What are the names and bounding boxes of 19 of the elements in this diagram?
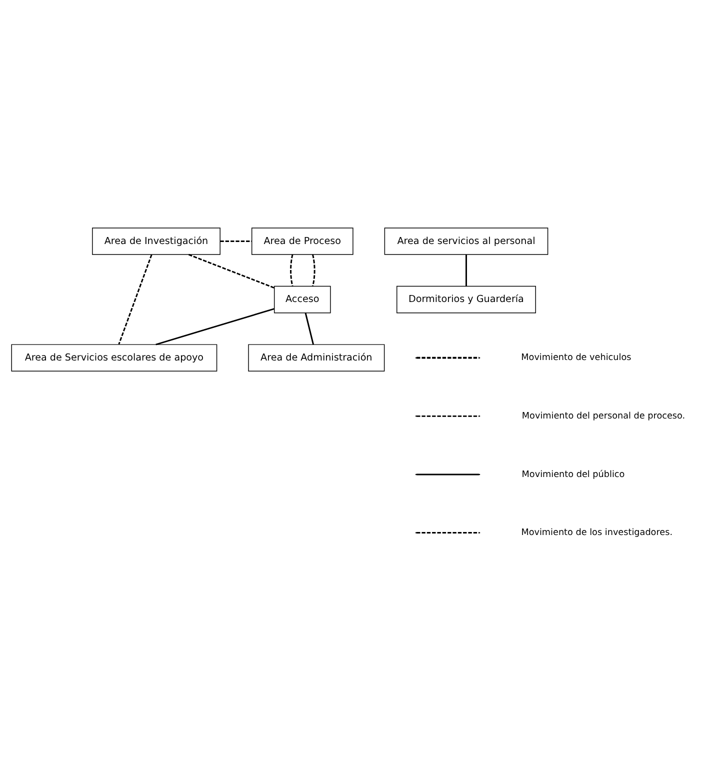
node-box: Area de Servicios escolares de apoyo: [11, 344, 218, 372]
legend-label: Movimiento del personal de proceso.: [522, 411, 686, 422]
connector: [304, 312, 314, 345]
legend-label: Movimiento del público: [522, 470, 625, 480]
connector: [220, 240, 252, 242]
node-box: Area de Investigación: [92, 228, 220, 255]
connector: [118, 254, 152, 345]
connector: [290, 254, 294, 286]
connector: [156, 308, 274, 346]
connector: [466, 254, 467, 286]
node-box: Area de Administración: [248, 344, 385, 372]
node-box: Area de servicios al personal: [384, 228, 548, 255]
node-box: Acceso: [274, 286, 331, 314]
connector: [188, 254, 274, 289]
node-box: Dormitorios y Guardería: [396, 286, 536, 314]
node-box: Area de Proceso: [251, 228, 354, 255]
legend-label: Movimiento de vehiculos: [521, 353, 632, 364]
legend-label: Movimiento de los investigadores.: [521, 528, 673, 538]
connector: [312, 254, 316, 286]
